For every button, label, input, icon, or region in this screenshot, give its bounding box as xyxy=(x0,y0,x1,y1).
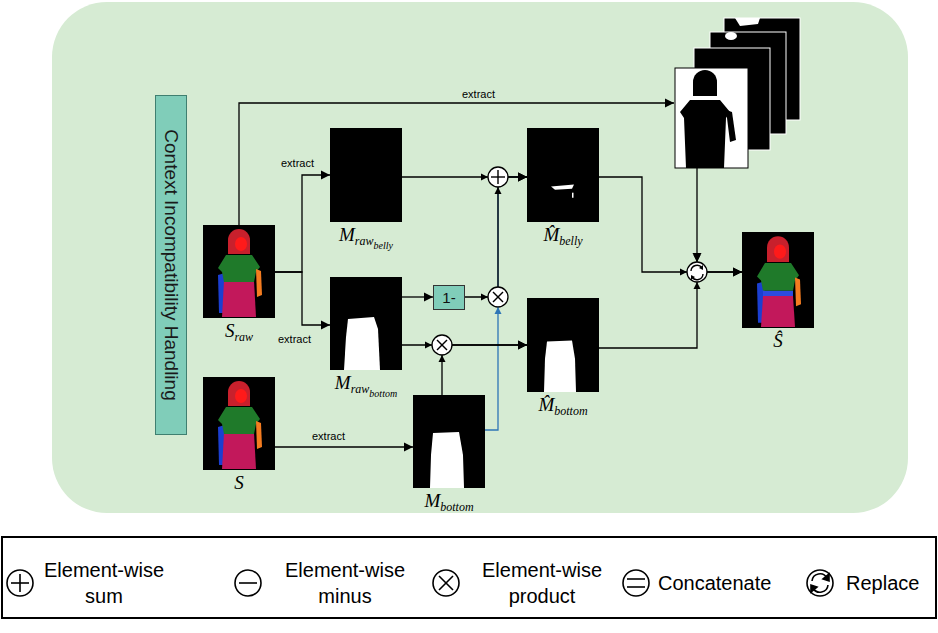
map-illustration xyxy=(527,298,599,392)
legend-text: Element-wise sum xyxy=(40,557,168,609)
connector-arrow xyxy=(275,175,330,272)
edge-label: extract xyxy=(312,430,345,442)
symbol-name: M̂ xyxy=(538,394,554,415)
symbol-subscript: raw xyxy=(351,382,370,396)
legend-text: Concatenate xyxy=(658,570,771,596)
connector-arrow xyxy=(275,446,413,447)
image-node: S xyxy=(203,377,275,470)
operation-text: 1- xyxy=(442,289,455,306)
node-label: Mrawbelly xyxy=(339,225,393,251)
legend-frame xyxy=(2,537,936,618)
legend-text: Replace xyxy=(846,570,919,596)
symbol-subscript: bottom xyxy=(369,388,397,399)
map-illustration xyxy=(527,128,599,222)
image-node: Mbottom xyxy=(413,395,485,488)
edge-label: extract xyxy=(281,157,314,169)
operator-arrowhead xyxy=(495,307,502,314)
node-label: M̂bottom xyxy=(538,395,587,417)
sum-operator xyxy=(488,167,508,187)
symbol-name: M xyxy=(424,490,440,511)
symbol-name: S xyxy=(225,320,235,341)
module-band: Context Incompatibility Handling xyxy=(155,95,187,435)
image-node: Ŝ xyxy=(742,232,814,328)
symbol-name: Ŝ xyxy=(773,330,783,351)
connector-arrow xyxy=(599,177,742,272)
symbol-name: M xyxy=(339,224,355,245)
edge-label: extract xyxy=(278,333,311,345)
map-illustration xyxy=(413,395,485,488)
module-panel xyxy=(52,2,908,513)
node-label: S xyxy=(234,473,244,492)
node-label: Sraw xyxy=(225,321,253,343)
map-illustration xyxy=(330,277,402,370)
symbol-name: S xyxy=(234,472,244,493)
replace-operator xyxy=(687,262,707,282)
mask-stack xyxy=(675,18,800,168)
node-label: Mbottom xyxy=(424,491,473,513)
symbol-name: M̂ xyxy=(543,224,559,245)
map-illustration xyxy=(203,377,275,470)
connector-arrow xyxy=(599,272,742,348)
map-illustration xyxy=(742,232,814,328)
image-node: M̂bottom xyxy=(527,298,599,392)
connector-arrow xyxy=(402,296,433,297)
map-illustration xyxy=(203,225,275,318)
operation-box: 1- xyxy=(433,285,465,310)
image-node: M̂belly xyxy=(527,128,599,222)
connector-arrow xyxy=(485,177,527,430)
product-operator xyxy=(432,335,452,355)
symbol-subscript: bottom xyxy=(440,500,473,514)
connector-arrow xyxy=(275,272,330,325)
connector-arrow xyxy=(465,177,527,297)
node-label: M̂belly xyxy=(543,225,582,247)
module-title: Context Incompatibility Handling xyxy=(160,129,182,400)
symbol-subscript: bottom xyxy=(554,404,587,418)
map-illustration xyxy=(330,128,402,222)
edge-label: extract xyxy=(462,88,495,100)
symbol-subscript: raw xyxy=(234,330,253,344)
connector-arrow xyxy=(442,345,527,395)
stack-wire xyxy=(696,168,697,262)
node-label: Ŝ xyxy=(773,331,783,350)
image-node: Sraw xyxy=(203,225,275,318)
product-operator xyxy=(488,287,508,307)
extract-wire xyxy=(239,103,674,225)
node-label: Mrawbottom xyxy=(335,373,397,399)
legend-text: Element-wise minus xyxy=(270,557,420,609)
image-node: Mrawbelly xyxy=(330,128,402,222)
legend-text: Element-wise product xyxy=(467,557,617,609)
image-node: Mrawbottom xyxy=(330,277,402,370)
symbol-name: M xyxy=(335,372,351,393)
symbol-subscript: belly xyxy=(374,240,393,251)
symbol-subscript: raw xyxy=(355,234,374,248)
symbol-subscript: belly xyxy=(559,234,582,248)
